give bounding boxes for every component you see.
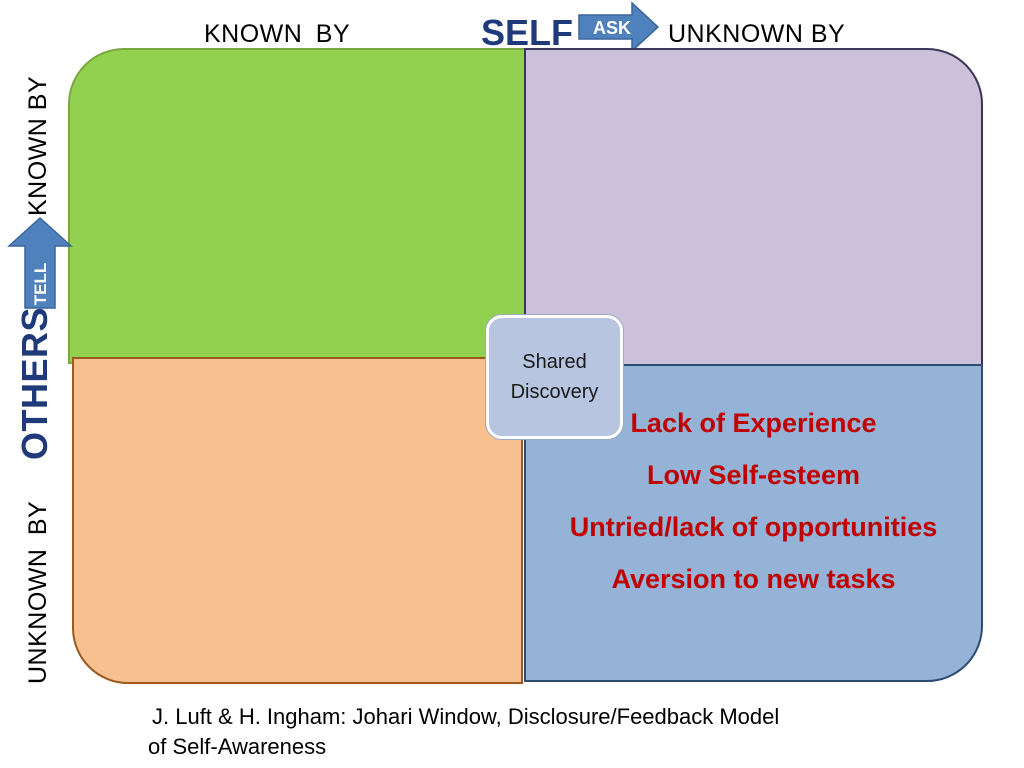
list-item: Low Self-esteem	[646, 460, 861, 490]
tell-arrow-shape	[7, 216, 73, 309]
tell-arrow: TELL	[7, 216, 73, 309]
shared-discovery-line2: Discovery	[510, 381, 599, 403]
list-item: Lack of Experience	[630, 408, 877, 438]
self-label: SELF	[481, 12, 574, 53]
hidden-quadrant	[72, 357, 523, 684]
tell-label: TELL	[31, 263, 50, 306]
known-by-others-label: KNOWN BY	[24, 75, 52, 216]
blind-quadrant	[524, 48, 983, 366]
unknown-by-self-label: UNKNOWN BY	[668, 20, 846, 48]
ask-label: ASK	[593, 18, 631, 38]
shared-discovery-box: Shared Discovery	[486, 315, 623, 439]
ask-arrow: ASK	[578, 1, 660, 53]
list-item: Untried/lack of opportunities	[569, 512, 938, 542]
caption: J. Luft & H. Ingham: Johari Window, Disc…	[148, 702, 908, 762]
known-by-self-label: KNOWN BY	[204, 20, 351, 48]
others-label: OTHERS	[14, 306, 55, 460]
open-quadrant	[68, 48, 526, 364]
list-item: Aversion to new tasks	[611, 564, 896, 594]
caption-line2: of Self-Awareness	[148, 734, 327, 759]
shared-discovery-line1: Shared	[522, 351, 587, 373]
caption-line1: J. Luft & H. Ingham: Johari Window, Disc…	[152, 704, 780, 729]
ask-arrow-shape	[578, 1, 660, 53]
unknown-by-others-label: UNKNOWN BY	[24, 500, 52, 684]
unknown-quadrant-list: Lack of Experience Low Self-esteem Untri…	[524, 400, 983, 608]
